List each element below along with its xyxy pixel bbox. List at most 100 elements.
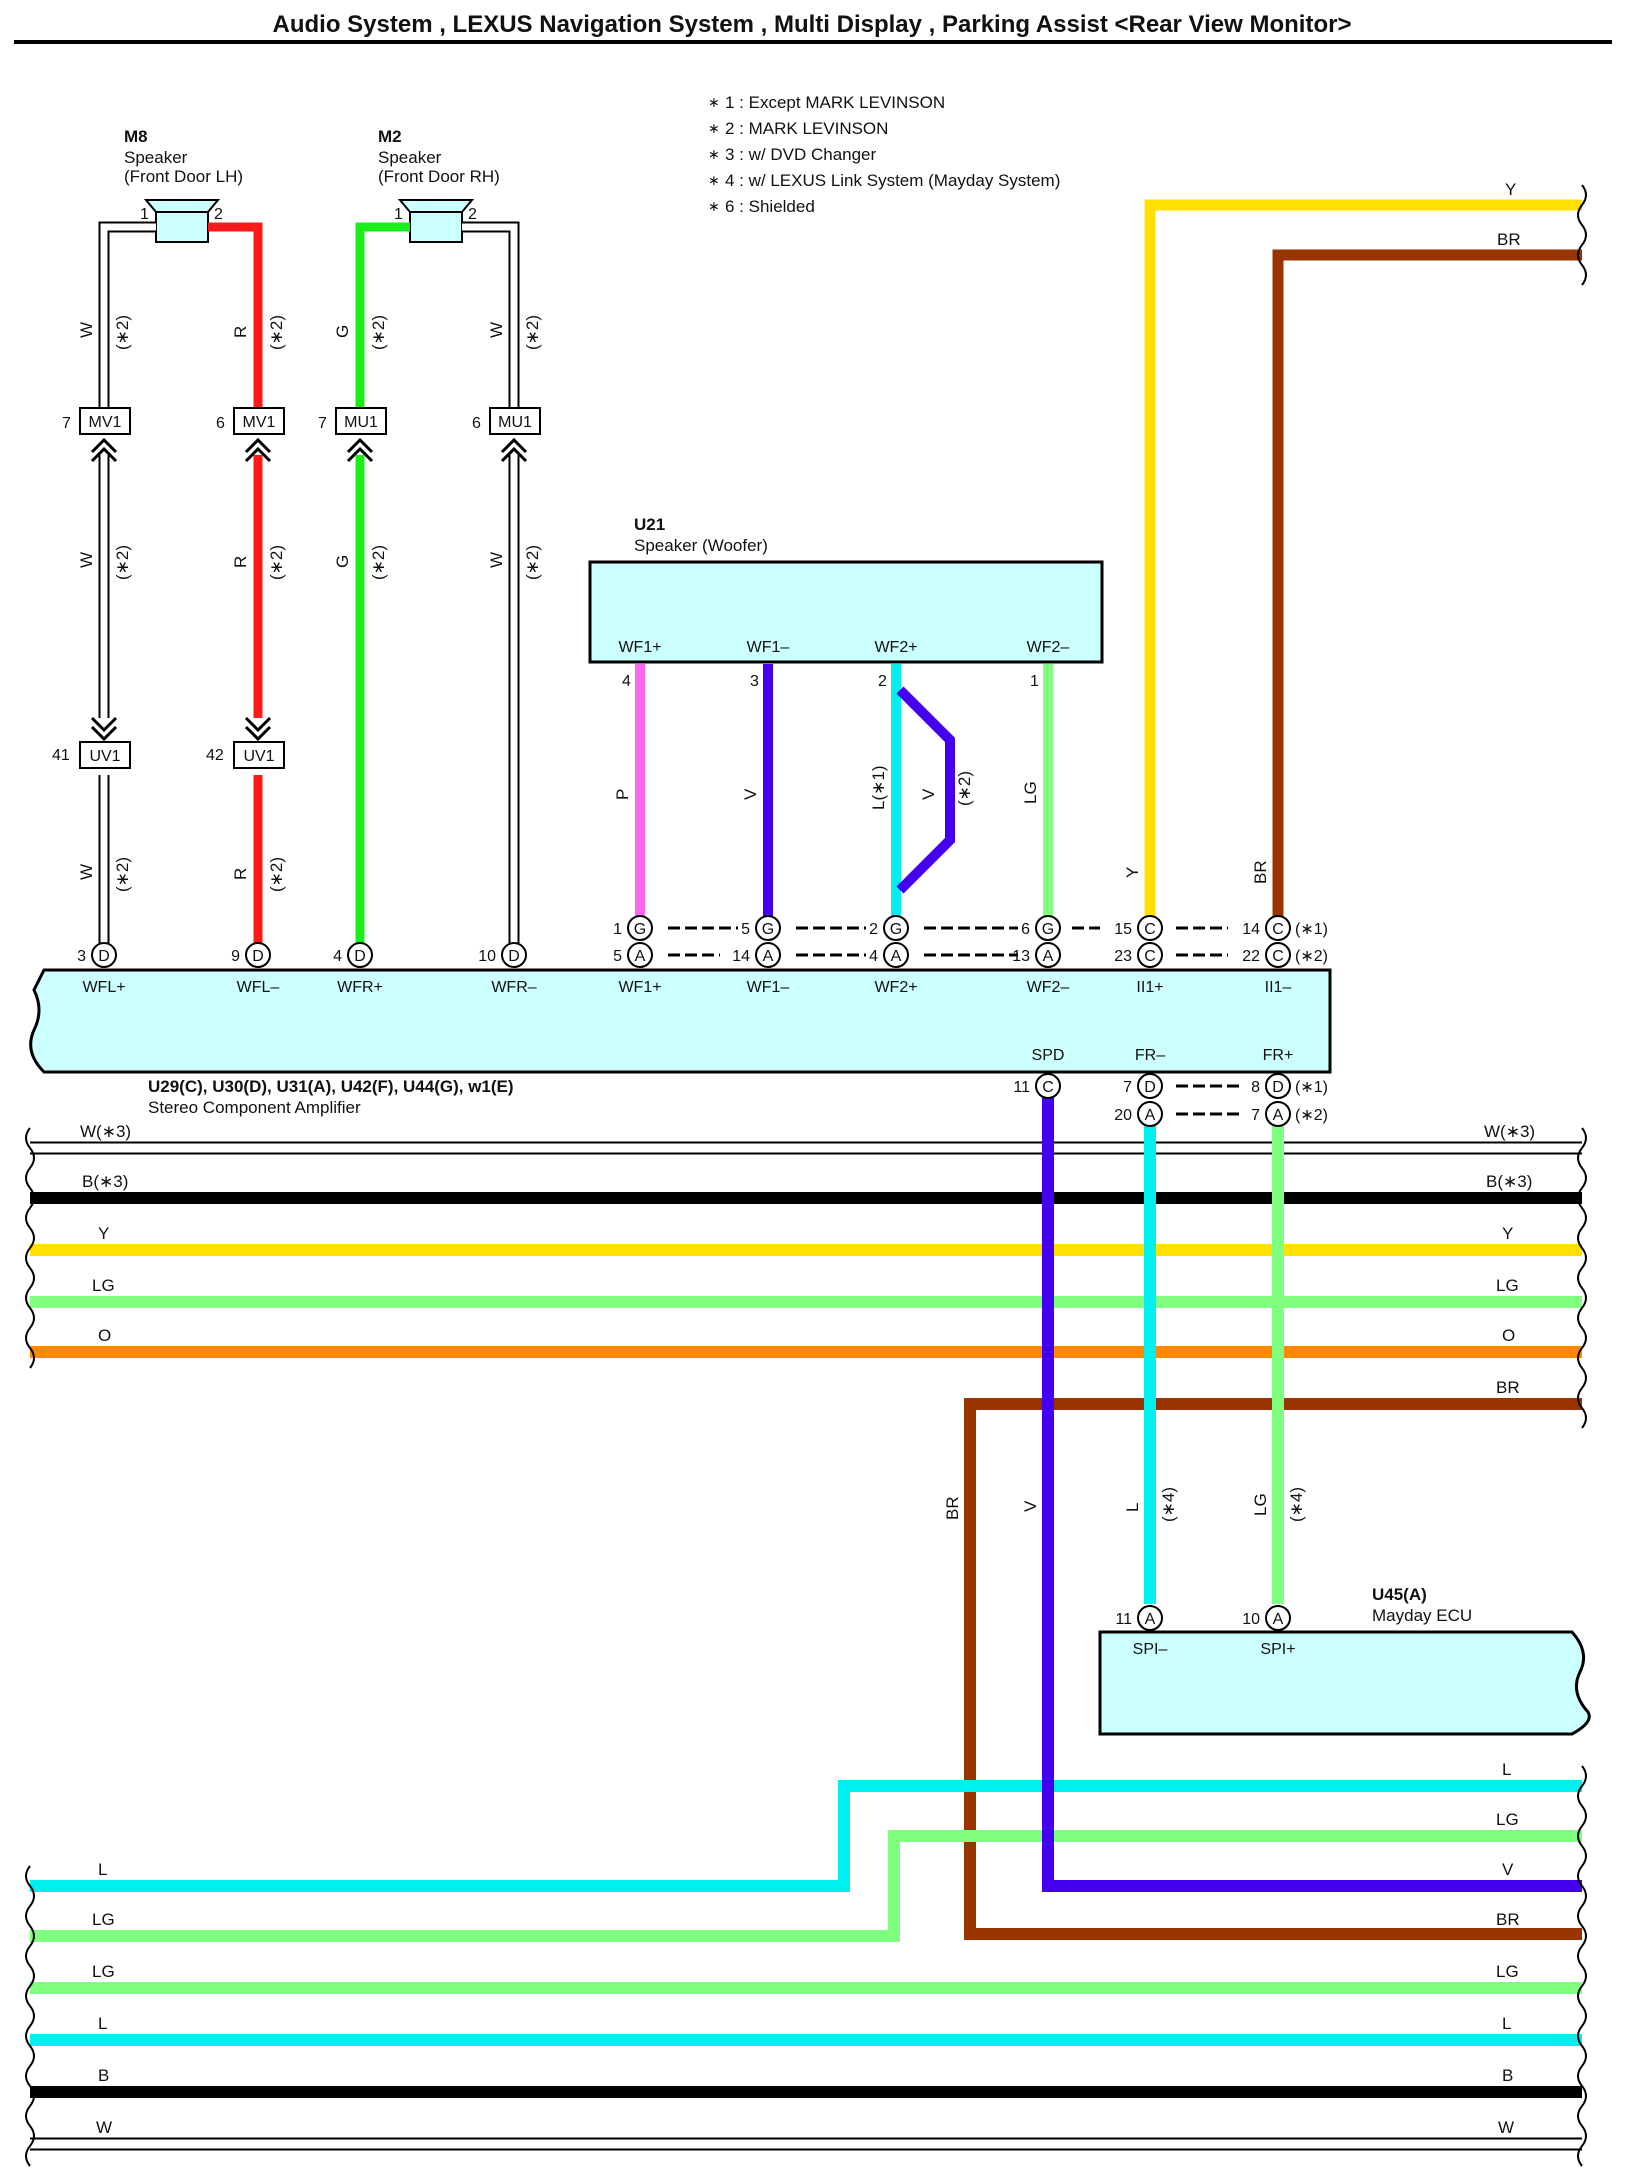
connector-pin-number: 7 — [1123, 1079, 1132, 1096]
wire-label-w: W — [77, 322, 96, 338]
amp-pin-ii1-plus: II1+ — [1136, 979, 1163, 996]
amp-pin-labels: WFL+ WFL– WFR+ WFR– WF1+ WF1– WF2+ WF2– … — [82, 979, 1293, 1064]
m2-pin-1: 1 — [394, 206, 403, 223]
connector-letter: D — [354, 948, 366, 965]
wire-label-w: W — [487, 322, 506, 338]
m2-name: Speaker — [378, 148, 442, 167]
connector-letter: G — [890, 921, 902, 938]
bus-label-right: W — [1498, 2118, 1514, 2137]
connector-letter: G — [762, 921, 774, 938]
connector-pin-number: 23 — [1114, 948, 1132, 965]
connector-pin-number: 15 — [1114, 921, 1132, 938]
junction-uv1-right: 42 UV1 — [206, 716, 285, 769]
wire-label-lg: LG — [1251, 1493, 1270, 1516]
bus-label-left: L — [98, 1860, 107, 1879]
note-1: 1 : Except MARK LEVINSON — [725, 93, 945, 112]
connector-pin-number: 22 — [1242, 948, 1260, 965]
amp-pin-fr-plus: FR+ — [1263, 1047, 1294, 1064]
m8-code: M8 — [124, 127, 148, 146]
wire-v-shielded — [896, 686, 955, 894]
connector-letter: C — [1272, 921, 1284, 938]
bus-label-left: L — [98, 2014, 107, 2033]
m2-pin-2: 2 — [468, 206, 477, 223]
connector-pin-number: 2 — [869, 921, 878, 938]
amp-pin-wf2-plus: WF2+ — [874, 979, 917, 996]
connector-letter: A — [1145, 1107, 1156, 1124]
connector-pin-number: 6 — [1021, 921, 1030, 938]
wire-label-l-star1: L(∗1) — [869, 766, 888, 810]
bus-label-right: BR — [1496, 1378, 1520, 1397]
connector-circle — [1137, 1605, 1163, 1631]
bus-labels: W(∗3) W(∗3) B(∗3) B(∗3) Y Y LG LG O O BR… — [80, 1122, 1535, 2137]
bus-label-right: V — [1502, 1860, 1514, 1879]
wire-br — [1272, 249, 1582, 928]
u21-pin-wf2-minus: WF2– — [1027, 639, 1070, 656]
junction-name: UV1 — [243, 748, 274, 765]
connector-letter: A — [1043, 948, 1054, 965]
top-right-label-br: BR — [1497, 230, 1521, 249]
bus-label-right: LG — [1496, 1810, 1519, 1829]
wire-label-v: V — [741, 788, 760, 800]
u21-code: U21 — [634, 515, 665, 534]
m2-location: (Front Door RH) — [378, 167, 500, 186]
note-marker: ∗ — [708, 172, 720, 188]
amp-pin-wfl-minus: WFL– — [237, 979, 280, 996]
wire-label-br: BR — [943, 1496, 962, 1520]
junction-mv1-left: 7 MV1 — [62, 407, 131, 463]
wire-label-star2: (∗2) — [955, 771, 974, 806]
wire-wfl-minus — [208, 222, 263, 943]
u45-pin-spi-minus: SPI– — [1133, 1641, 1168, 1658]
connector-pin-number: 8 — [1251, 1079, 1260, 1096]
wire-label-star2: (∗2) — [523, 545, 542, 580]
connector-letter: A — [1273, 1107, 1284, 1124]
connector-pin-number: 5 — [613, 948, 622, 965]
bus-label-right: W(∗3) — [1484, 1122, 1535, 1141]
connector-letter: D — [252, 948, 264, 965]
u45-pin-spi-plus: SPI+ — [1260, 1641, 1295, 1658]
amp-pin-wf1-minus: WF1– — [747, 979, 790, 996]
connector-letter: C — [1144, 948, 1156, 965]
note-marker: ∗ — [708, 94, 720, 110]
bus-label-right: B — [1502, 2066, 1513, 2085]
amp-bottom-connectors: C 11 D 7 A 20 D 8 A 7 (∗1) (∗2) — [1013, 1073, 1328, 1127]
u21-pin-number: 1 — [1030, 673, 1039, 690]
connector-letter: D — [1144, 1079, 1156, 1096]
connector-pin-number: 10 — [478, 948, 496, 965]
connector-pin-number: 3 — [77, 948, 86, 965]
connector-letter: C — [1272, 948, 1284, 965]
speaker-icon — [143, 199, 221, 243]
u45-code: U45(A) — [1372, 1585, 1427, 1604]
wire-label-l: L — [1123, 1503, 1142, 1512]
junction-uv1-left: 41 UV1 — [52, 716, 131, 769]
variant-note-star2: (∗2) — [1295, 1107, 1328, 1124]
wire-label-r: R — [231, 868, 250, 880]
note-2: 2 : MARK LEVINSON — [725, 119, 888, 138]
bus-label-left: Y — [98, 1224, 109, 1243]
connector-pin-number: 20 — [1114, 1107, 1132, 1124]
bus-label-right: O — [1502, 1326, 1515, 1345]
bus-label-left: LG — [92, 1276, 115, 1295]
amp-pin-wf1-plus: WF1+ — [618, 979, 661, 996]
connector-pin-number: 1 — [613, 921, 622, 938]
bus-lines — [30, 1090, 1582, 2151]
u45-box — [1098, 1630, 1591, 1736]
wire-label-star2: (∗2) — [369, 315, 388, 350]
u21-name: Speaker (Woofer) — [634, 536, 768, 555]
junction-name: MU1 — [344, 414, 378, 431]
connector-letter: D — [508, 948, 520, 965]
connector-letter: A — [891, 948, 902, 965]
connector-pin-number: 4 — [333, 948, 342, 965]
u21-pin-wf1-minus: WF1– — [747, 639, 790, 656]
page-title: Audio System , LEXUS Navigation System ,… — [273, 11, 1352, 38]
wire-label-v: V — [1021, 1500, 1040, 1512]
bus-label-left: LG — [92, 1962, 115, 1981]
wire-label-w: W — [77, 552, 96, 568]
wire-label-star2: (∗2) — [113, 315, 132, 350]
variant-note-star1: (∗1) — [1295, 921, 1328, 938]
wire-label-g: G — [333, 325, 352, 338]
wire-label-w: W — [487, 552, 506, 568]
m8-location: (Front Door LH) — [124, 167, 243, 186]
connector-pin-number: 14 — [732, 948, 750, 965]
variant-note-star1: (∗1) — [1295, 1079, 1328, 1096]
